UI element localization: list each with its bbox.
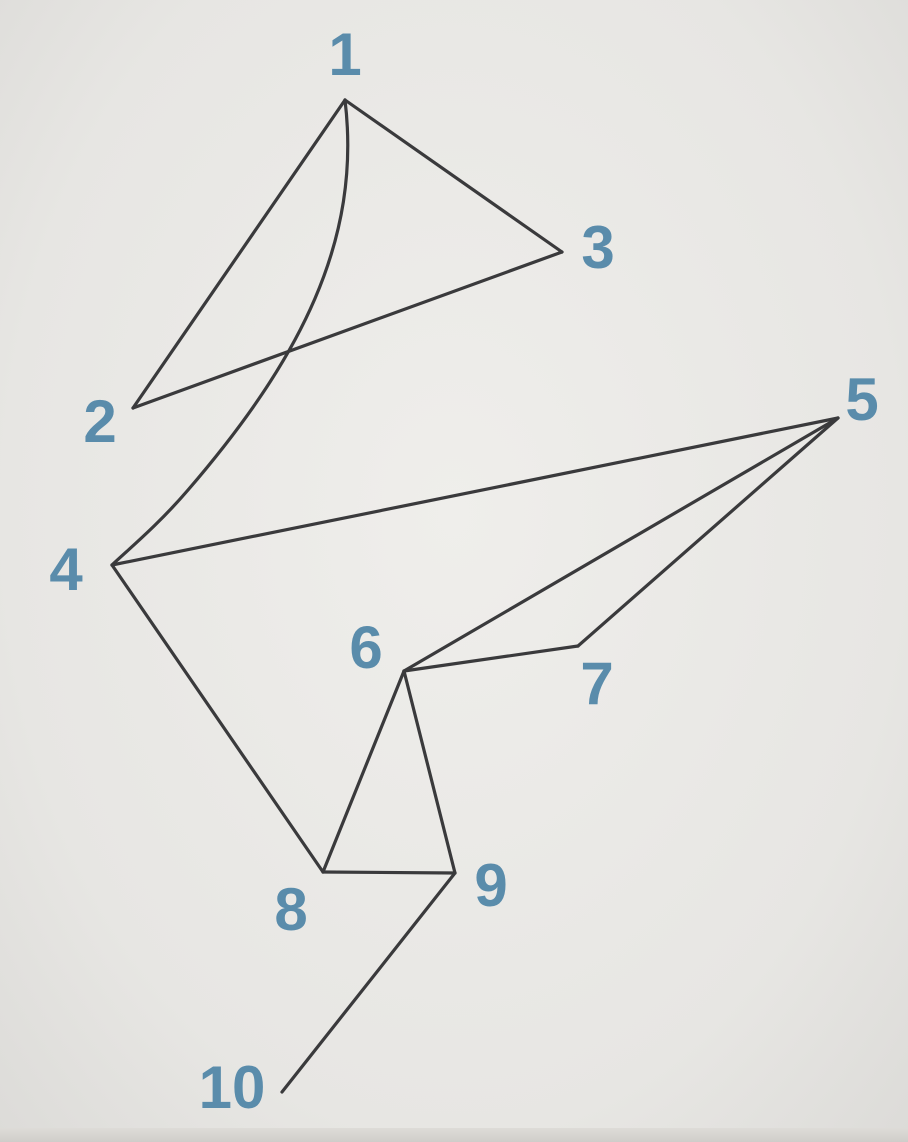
edge-4-8 [110, 563, 325, 874]
edge-6-7 [402, 644, 580, 673]
node-label-10: 10 [199, 1054, 266, 1121]
node-label-2: 2 [83, 388, 116, 455]
edge-layer [110, 98, 840, 1094]
edge-6-8 [321, 669, 406, 874]
edge-6-9 [402, 669, 457, 875]
edge-9-10 [280, 871, 457, 1094]
label-layer: 1 2 3 4 5 6 7 8 9 10 [49, 21, 878, 1121]
node-label-9: 9 [474, 852, 507, 919]
bottom-edge-shadow [0, 1128, 908, 1142]
edge-1-2 [131, 98, 347, 410]
node-label-3: 3 [581, 214, 614, 281]
node-label-4: 4 [49, 536, 83, 603]
edge-5-6 [402, 416, 840, 673]
edge-8-9 [321, 870, 457, 875]
node-label-8: 8 [274, 876, 307, 943]
edge-1-4 [110, 98, 350, 567]
node-label-7: 7 [580, 650, 613, 717]
node-label-5: 5 [845, 366, 878, 433]
node-label-1: 1 [328, 21, 361, 88]
node-label-6: 6 [349, 614, 382, 681]
edge-5-7 [576, 416, 840, 648]
edge-1-3 [343, 98, 564, 254]
edge-4-5 [110, 416, 840, 567]
edge-2-3 [131, 250, 564, 410]
